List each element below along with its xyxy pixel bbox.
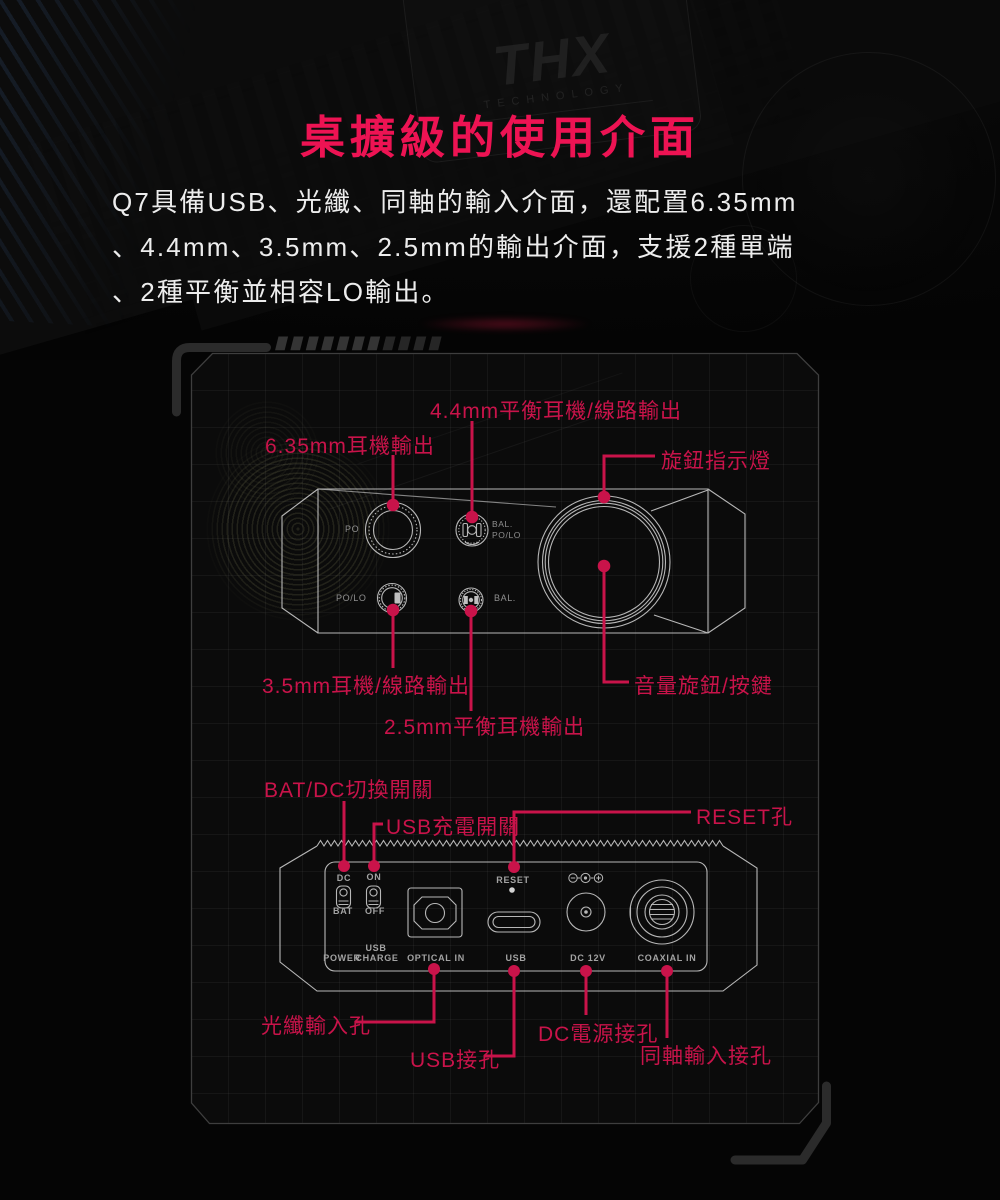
intro-paragraph: Q7具備USB、光纖、同軸的輸入介面，還配置6.35mm 、4.4mm、3.5m… [112, 180, 912, 315]
callout-25mm-balanced-output: 2.5mm平衡耳機輸出 [384, 716, 586, 739]
port-label-bal-po-lo: PO/LO [492, 530, 521, 540]
port-label-usb: USB [505, 953, 527, 963]
callout-635mm-headphone-output: 6.35mm耳機輸出 [265, 435, 435, 458]
callout-knob-indicator-light: 旋鈕指示燈 [661, 450, 771, 473]
port-label-optical-in: OPTICAL IN [407, 953, 465, 963]
port-label-off: OFF [364, 906, 386, 916]
thx-logo-text: THX [489, 20, 615, 98]
callout-dc-power-input: DC電源接孔 [538, 1023, 659, 1046]
intro-line-2: 、4.4mm、3.5mm、2.5mm的輸出介面，支援2種單端 [112, 232, 795, 262]
port-label-on: ON [366, 872, 382, 882]
page-title: 桌擴級的使用介面 [299, 112, 700, 163]
callout-usb-charge-switch: USB充電開關 [386, 816, 521, 839]
port-label-usb-charge-2: CHARGE [355, 953, 399, 963]
port-label-bal: BAL. [492, 519, 513, 529]
intro-line-3: 、2種平衡並相容LO輸出。 [112, 277, 450, 307]
port-label-power: POWER [323, 953, 361, 963]
hero-red-glow [380, 313, 630, 335]
port-label-reset: RESET [496, 875, 530, 885]
port-label-usb-charge-1: USB [365, 943, 387, 953]
hero-jack-photo [690, 225, 797, 332]
callout-35mm-headphone-line-output: 3.5mm耳機/線路輸出 [262, 675, 471, 698]
intro-line-1: Q7具備USB、光纖、同軸的輸入介面，還配置6.35mm [112, 187, 798, 217]
port-label-dc: DC [336, 873, 352, 883]
port-label-coaxial-in: COAXIAL IN [637, 953, 697, 963]
port-label-bal-25: BAL. [494, 593, 516, 603]
port-label-po-lo: PO/LO [336, 593, 367, 603]
callout-coaxial-input: 同軸輸入接孔 [640, 1045, 772, 1068]
callout-optical-input: 光纖輸入孔 [261, 1015, 371, 1038]
callout-44mm-balanced-output: 4.4mm平衡耳機/線路輸出 [430, 400, 683, 423]
callout-reset-hole: RESET孔 [696, 806, 794, 829]
callout-volume-knob-button: 音量旋鈕/按鍵 [634, 675, 773, 698]
port-label-po: PO [345, 524, 360, 534]
callout-bat-dc-switch: BAT/DC切換開關 [264, 779, 434, 802]
port-label-bat: BAT [333, 906, 353, 916]
callout-usb-port: USB接孔 [410, 1049, 501, 1072]
port-label-dc-12v: DC 12V [570, 953, 606, 963]
